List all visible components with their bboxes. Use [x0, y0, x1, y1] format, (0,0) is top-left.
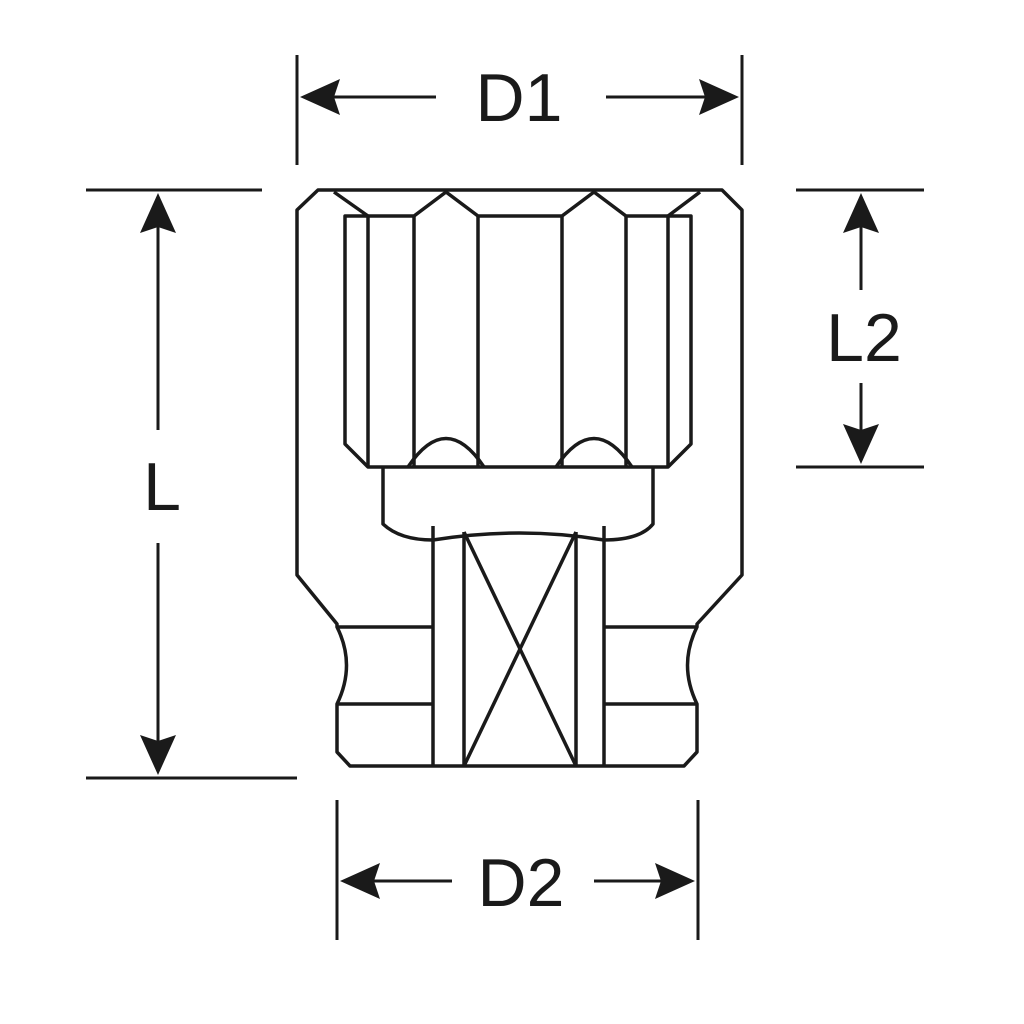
bore-zigzag [368, 190, 668, 218]
l-label: L [143, 449, 181, 525]
l-arrow-top [140, 193, 176, 233]
l2-arrow-bottom [843, 424, 879, 464]
l2-label: L2 [826, 300, 902, 376]
bore-arch-right [554, 436, 634, 468]
d1-arrow-left [300, 79, 340, 115]
socket-outer-contour [295, 188, 744, 768]
d1-arrow-right [699, 79, 739, 115]
dimension-l: L [86, 188, 297, 780]
socket-neck [381, 467, 655, 542]
d2-arrow-left [340, 863, 380, 899]
socket-body [295, 188, 744, 768]
bore-arch-left [406, 436, 486, 468]
dimension-d1: D1 [295, 55, 744, 165]
dimension-d2: D2 [335, 800, 700, 940]
l-arrow-bottom [140, 735, 176, 775]
drive-cross-b [462, 531, 578, 767]
dimension-l2: L2 [796, 188, 924, 469]
socket-bore-outline [332, 190, 702, 469]
d1-label: D1 [476, 60, 563, 136]
l2-arrow-top [843, 193, 879, 233]
d2-arrow-right [655, 863, 695, 899]
square-drive [431, 526, 606, 766]
d2-label: D2 [478, 845, 565, 921]
